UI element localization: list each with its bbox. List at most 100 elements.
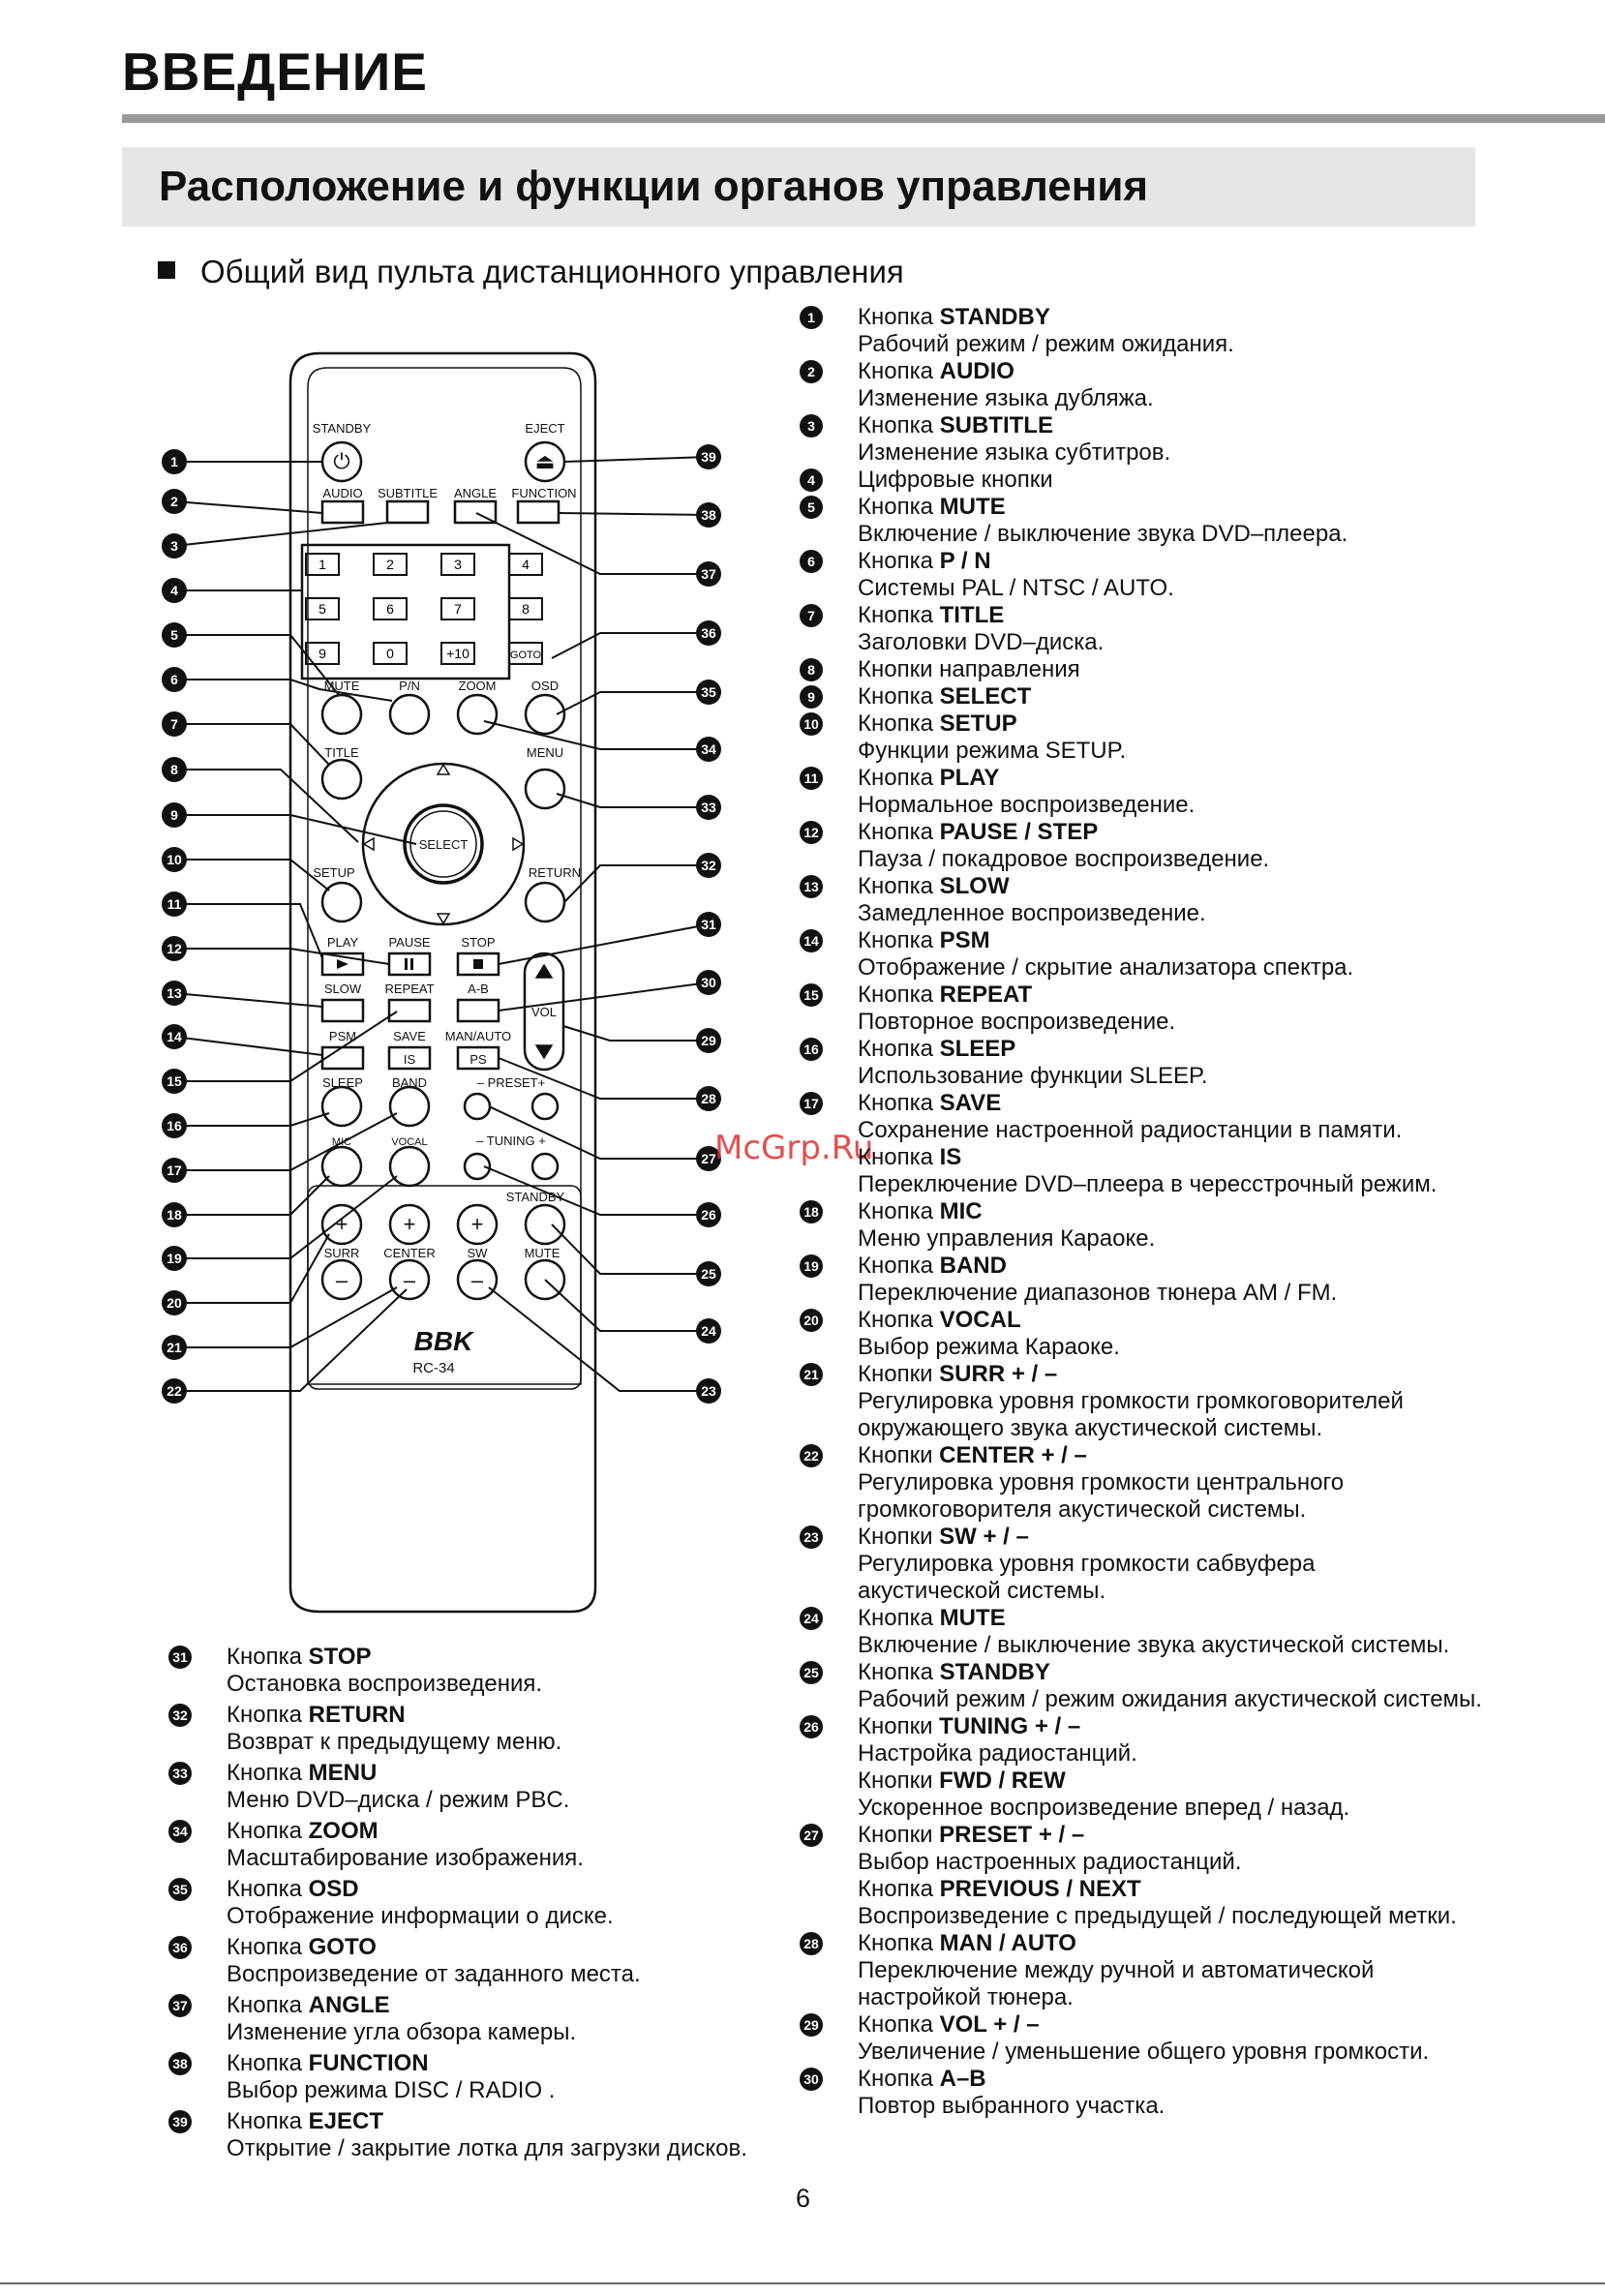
callout-marker <box>162 1290 187 1315</box>
svg-text:⏏: ⏏ <box>535 449 556 473</box>
legend-key: MENU <box>308 1760 378 1786</box>
digit-key <box>508 597 543 620</box>
legend-description: Нормальное воспроизведение. <box>858 792 1196 818</box>
digit-key-label: 8 <box>522 601 530 617</box>
callout-number: 24 <box>701 1323 716 1339</box>
callout-marker <box>696 970 721 995</box>
label-sleep: SLEEP <box>322 1075 363 1090</box>
legend-key: MUTE <box>939 1605 1006 1631</box>
legend-key: IS <box>939 1144 962 1170</box>
legend-key: REPEAT <box>939 982 1033 1008</box>
legend-key: SW + / – <box>939 1524 1029 1550</box>
callout-marker <box>162 1069 187 1094</box>
callout-marker <box>696 680 721 705</box>
legend-number: 29 <box>800 2013 823 2037</box>
label-save: SAVE <box>393 1029 426 1043</box>
legend-prefix: Кнопка <box>858 1198 940 1224</box>
legend-description: акустической системы. <box>858 1578 1106 1604</box>
legend-description: громкоговорителя акустической системы. <box>858 1496 1307 1523</box>
legend-number: 37 <box>168 1994 192 2017</box>
legend-prefix: Кнопки <box>858 1442 940 1468</box>
callout-marker <box>162 622 187 648</box>
legend-number: 13 <box>800 875 823 898</box>
svg-text:+: + <box>336 1212 348 1236</box>
callout-number: 2 <box>170 494 178 509</box>
label-play: PLAY <box>327 935 359 950</box>
legend-number: 23 <box>800 1526 823 1549</box>
legend-description: Воспроизведение от заданного места. <box>227 1961 641 1987</box>
legend-key: FWD / REW <box>939 1767 1066 1794</box>
legend-number: 27 <box>800 1824 823 1847</box>
legend-prefix: Кнопка <box>227 1760 309 1786</box>
callout-marker <box>162 578 187 603</box>
callout-number: 38 <box>701 507 716 523</box>
callout-marker <box>162 847 187 872</box>
legend-description: Рабочий режим / режим ожидания акустичес… <box>858 1686 1482 1712</box>
legend-number: 5 <box>800 496 823 519</box>
legend-prefix: Кнопка <box>858 1930 940 1956</box>
callout-number: 28 <box>701 1091 716 1106</box>
callout-number: 26 <box>701 1207 716 1223</box>
label-sw: SW <box>468 1246 489 1260</box>
callout-number: 7 <box>170 716 178 732</box>
watermark: McGrp.Ru <box>714 1129 874 1167</box>
legend-number: 26 <box>800 1715 823 1738</box>
label-standby: STANDBY <box>313 421 372 436</box>
legend-prefix: Кнопка <box>858 819 940 845</box>
label-audio: AUDIO <box>322 486 362 500</box>
callout-number: 4 <box>170 583 178 598</box>
legend-number: 36 <box>168 1936 192 1959</box>
legend-prefix: Кнопка <box>858 2011 940 2038</box>
callout-number: 39 <box>701 449 716 465</box>
digit-key-label: 2 <box>386 557 394 572</box>
callout-marker <box>696 1202 721 1227</box>
callout-number: 5 <box>170 627 178 643</box>
label-preset: – PRESET+ <box>477 1075 545 1090</box>
callout-marker <box>162 1202 187 1227</box>
label-is: IS <box>404 1052 416 1067</box>
legend-prefix: Кнопка <box>858 412 940 438</box>
footer-rule <box>0 2282 1605 2284</box>
legend-key: RETURN <box>308 1702 406 1728</box>
legend-prefix: Цифровые кнопки <box>858 467 1053 493</box>
svg-text:–: – <box>404 1268 416 1292</box>
callout-number: 3 <box>170 538 178 554</box>
legend-description: Увеличение / уменьшение общего уровня гр… <box>858 2039 1430 2065</box>
callout-marker <box>162 1378 187 1404</box>
legend-description: Выбор настроенных радиостанций. <box>858 1849 1242 1875</box>
callout-marker <box>696 1086 721 1111</box>
legend-number: 6 <box>800 550 823 573</box>
label-repeat: REPEAT <box>384 982 434 996</box>
callout-marker <box>162 1113 187 1138</box>
legend-prefix: Кнопка <box>227 1934 309 1960</box>
label-vocal: VOCAL <box>391 1136 427 1148</box>
digit-key <box>508 553 543 576</box>
label-angle: ANGLE <box>454 486 497 500</box>
legend-number: 7 <box>800 604 823 627</box>
legend-prefix: Кнопка <box>858 1144 940 1170</box>
legend-key: CENTER + / – <box>939 1442 1087 1468</box>
legend-prefix: Кнопка <box>227 1818 309 1844</box>
legend-number: 16 <box>800 1038 823 1061</box>
legend-prefix: Кнопки <box>858 1822 940 1848</box>
legend-prefix: Кнопка <box>858 1253 940 1279</box>
callout-number: 30 <box>701 975 716 990</box>
section-banner: Расположение и функции органов управлени… <box>122 147 1475 227</box>
legend-prefix: Кнопка <box>858 548 940 574</box>
legend-description: Регулировка уровня громкости громкоговор… <box>858 1388 1404 1414</box>
legend-number: 15 <box>800 983 823 1007</box>
legend-description: окружающего звука акустической системы. <box>858 1415 1323 1441</box>
legend-prefix: Кнопки направления <box>858 656 1080 682</box>
legend-key: SAVE <box>939 1090 1002 1116</box>
legend-key: MUTE <box>939 494 1006 520</box>
callout-marker <box>696 444 721 469</box>
